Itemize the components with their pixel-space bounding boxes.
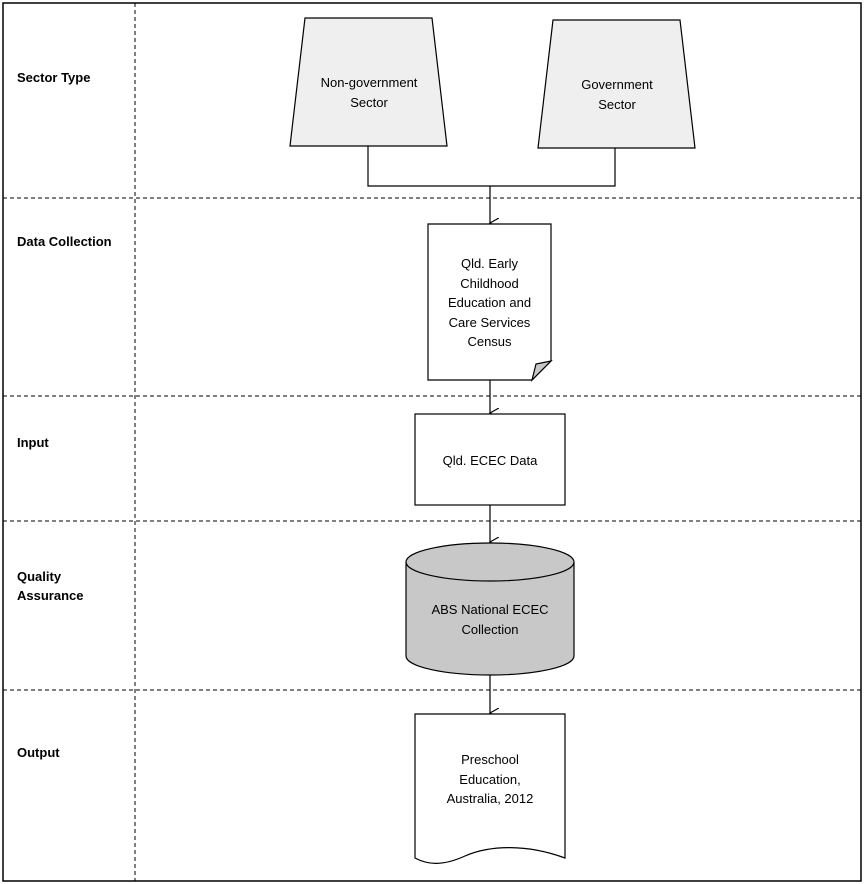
- lane-label-input: Input: [17, 435, 49, 450]
- lane-label-output: Output: [17, 745, 60, 760]
- non-government-sector-label: Non-government Sector: [320, 75, 418, 110]
- government-sector-label: Government Sector: [581, 77, 653, 112]
- connector-government: [490, 148, 616, 187]
- lane-label-data-collection: Data Collection: [17, 234, 112, 249]
- output-document-label: Preschool Education, Australia, 2012: [446, 752, 534, 806]
- ecec-data-box[interactable]: [414, 413, 566, 506]
- census-folded-corner: [530, 360, 553, 382]
- output-document-shape[interactable]: [414, 713, 566, 864]
- abs-collection-database-shape[interactable]: [405, 562, 575, 676]
- abs-collection-label: ABS National ECEC Collection: [431, 602, 549, 637]
- ecec-data-label: Qld. ECEC Data: [442, 453, 538, 468]
- census-label: Qld. Early Childhood Education and Care …: [447, 256, 532, 349]
- lane-label-sector-type: Sector Type: [17, 70, 91, 85]
- abs-collection-database-top: [405, 542, 575, 582]
- non-government-sector-shape[interactable]: [289, 17, 448, 147]
- connector-non-government: [367, 146, 490, 187]
- lane-label-quality-assurance: Quality Assurance: [17, 569, 84, 603]
- government-sector-shape[interactable]: [537, 19, 696, 149]
